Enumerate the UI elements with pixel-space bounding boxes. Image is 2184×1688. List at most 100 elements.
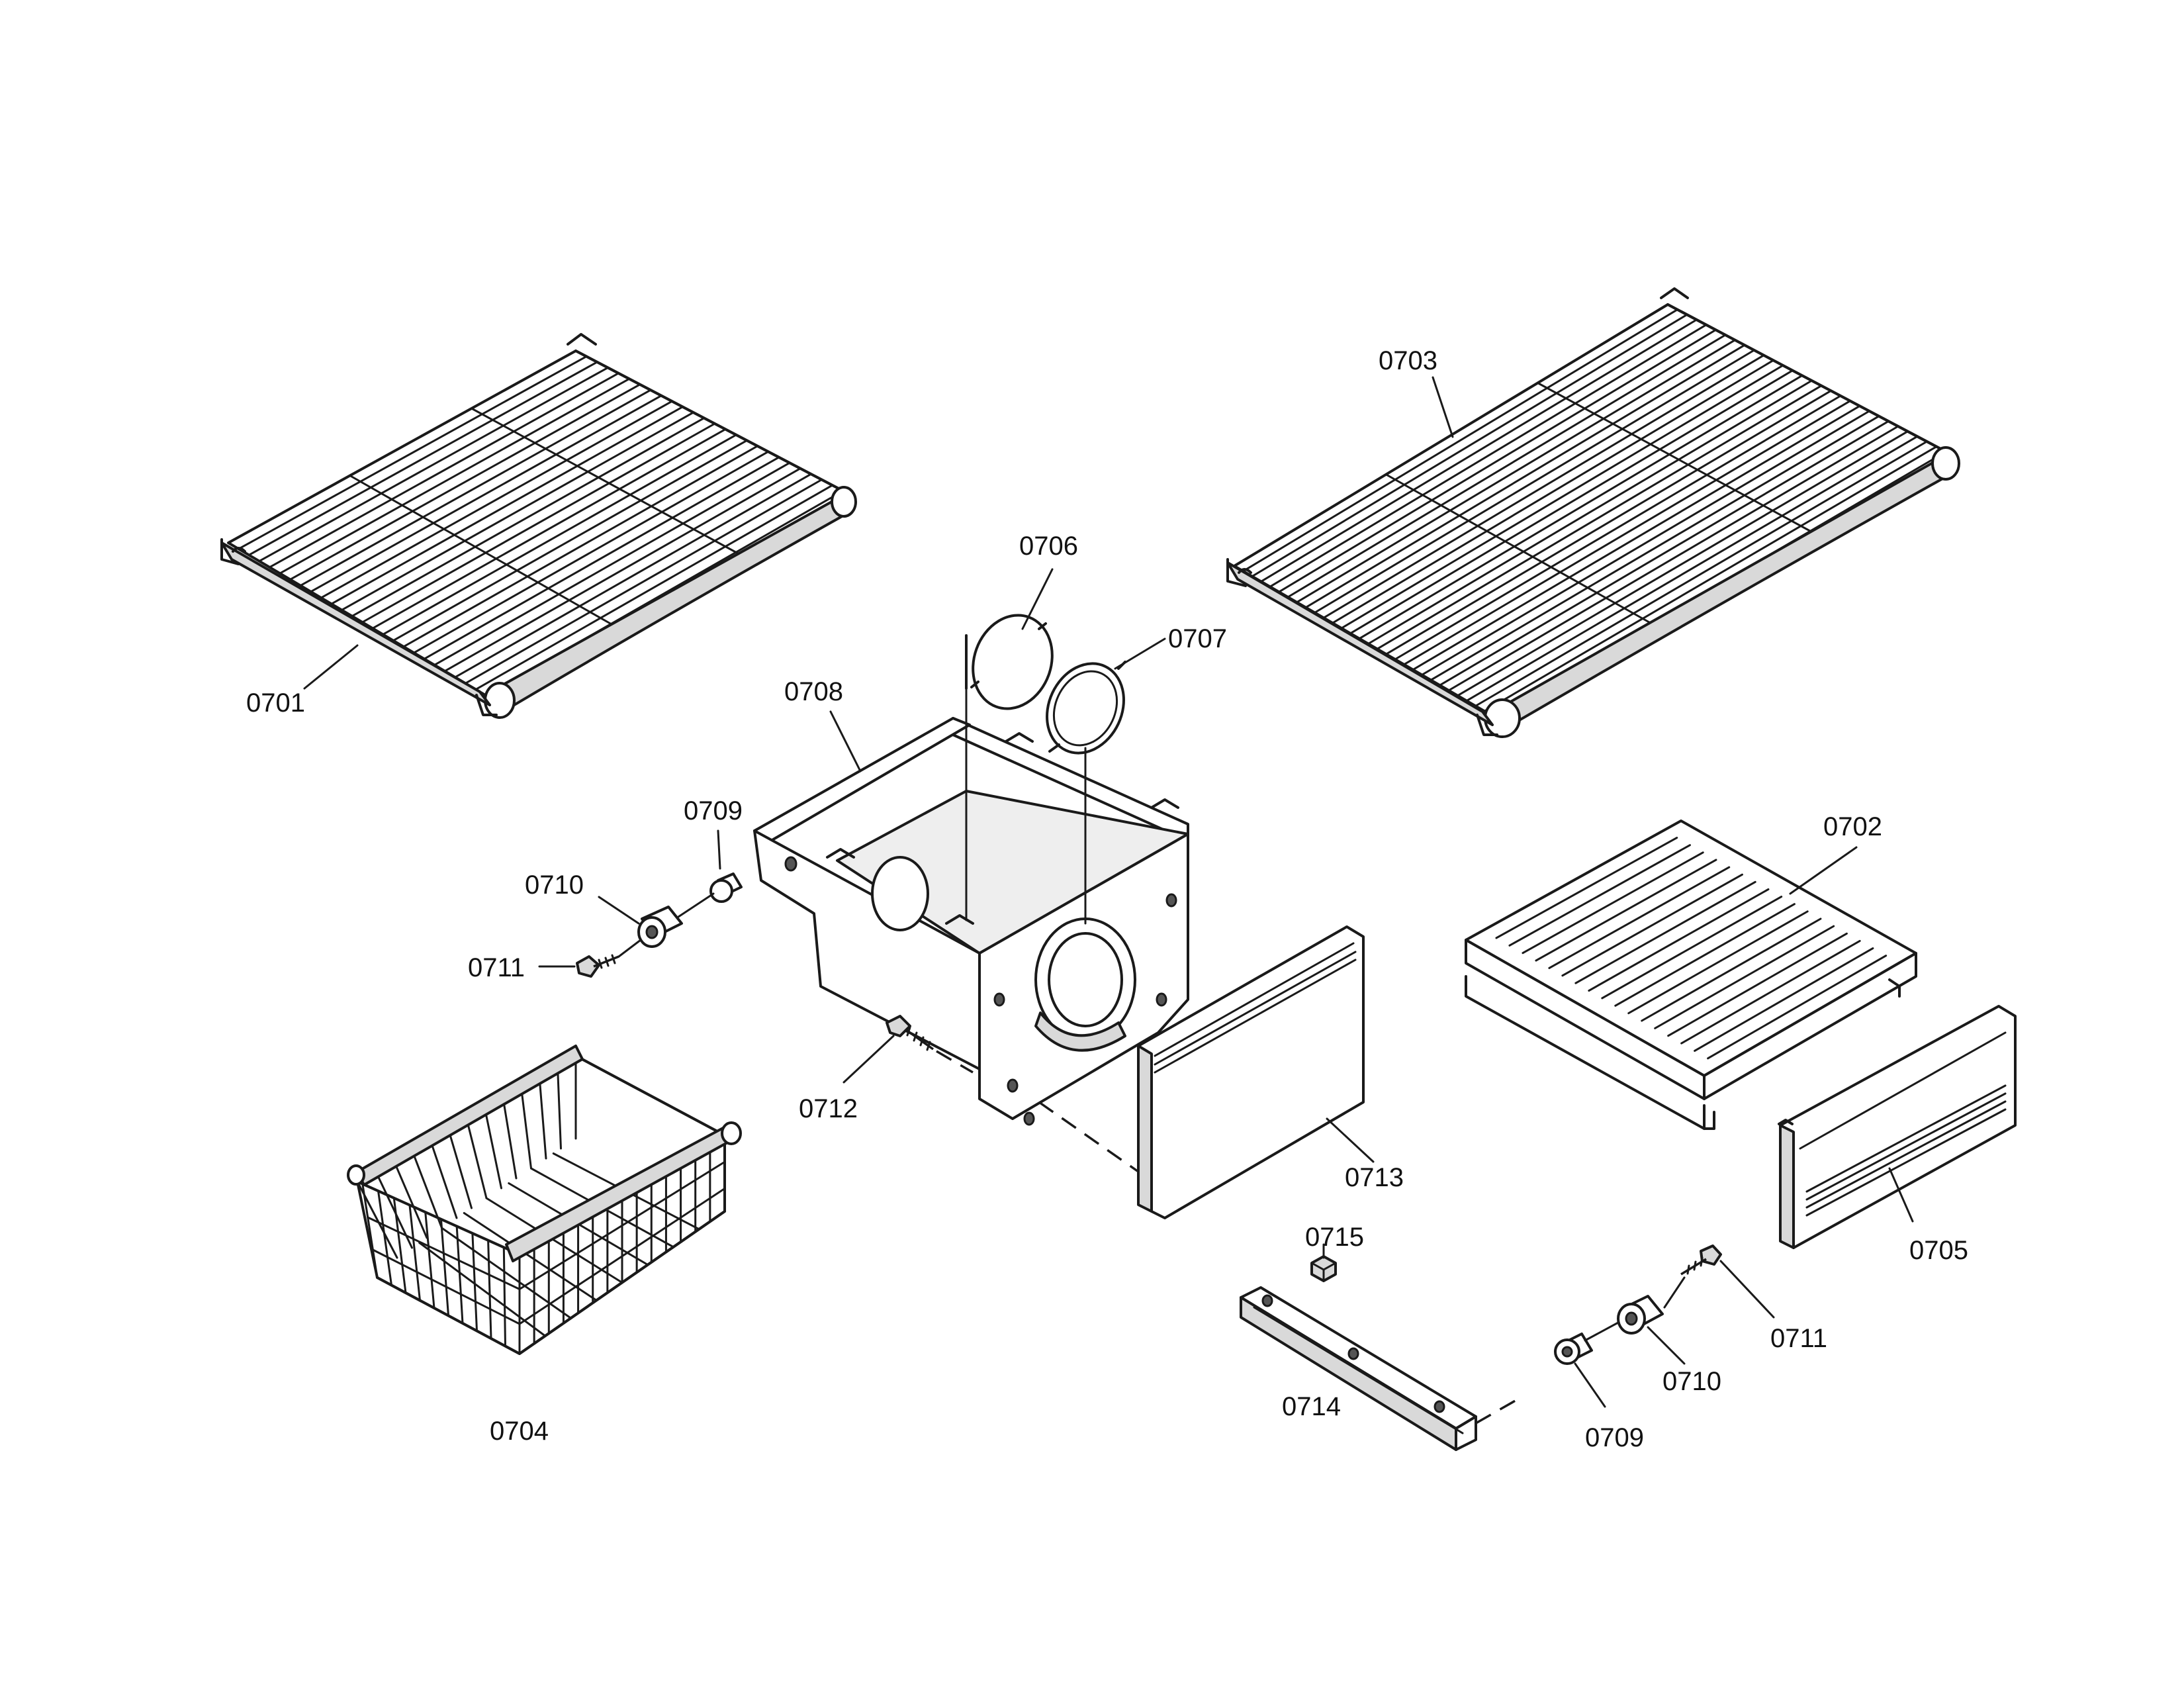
wire	[1548, 866, 1731, 969]
assembly-line	[1475, 1395, 1523, 1425]
wire	[1614, 903, 1796, 1007]
wire	[1601, 896, 1783, 1000]
wire	[518, 1188, 726, 1325]
callout-0706: 0706	[1019, 532, 1078, 561]
wire	[1367, 379, 1813, 645]
wire	[423, 456, 780, 660]
wire	[520, 1086, 532, 1170]
drawer-front-right	[1778, 1005, 2017, 1249]
wire	[367, 1216, 521, 1290]
wire	[418, 1242, 547, 1337]
wire	[258, 366, 609, 563]
wire	[464, 479, 823, 684]
wire	[238, 355, 588, 550]
wire	[1287, 334, 1727, 598]
wire	[475, 484, 834, 691]
wire	[485, 1197, 623, 1284]
wire	[412, 450, 770, 654]
wire	[1483, 445, 1938, 712]
wire	[1447, 425, 1899, 692]
wire	[1421, 410, 1870, 676]
wire	[471, 407, 748, 559]
ice-bin-housing	[753, 717, 1189, 1126]
wire	[1654, 925, 1835, 1029]
bushing-0709-left	[709, 872, 743, 903]
assembly-line	[1584, 1321, 1619, 1342]
wire	[1385, 473, 1662, 630]
wire	[351, 417, 705, 618]
wire	[1537, 382, 1821, 538]
screw-0712	[886, 1015, 934, 1051]
wire	[1522, 851, 1704, 955]
wire	[518, 1160, 726, 1290]
wire	[1588, 888, 1770, 992]
wire	[1457, 430, 1909, 697]
wire	[441, 1227, 572, 1319]
wire	[356, 1180, 398, 1259]
wire	[1242, 308, 1678, 573]
wire	[1465, 435, 1919, 702]
wire	[1667, 932, 1848, 1037]
wire	[1314, 349, 1755, 614]
wire	[1694, 947, 1874, 1052]
wire	[1278, 328, 1717, 593]
callout-0714: 0714	[1282, 1392, 1341, 1421]
callout-0710-right: 0710	[1662, 1367, 1721, 1396]
wire	[433, 461, 791, 667]
wire	[502, 1246, 506, 1347]
wire	[392, 1159, 428, 1239]
wire	[424, 1211, 435, 1309]
wire	[1641, 917, 1822, 1022]
spacer-0710-left	[637, 906, 683, 948]
wire	[1385, 389, 1832, 655]
wire	[484, 1107, 502, 1190]
leader-lines	[303, 376, 1914, 1408]
callout-0701: 0701	[246, 688, 305, 718]
callout-0713: 0713	[1345, 1163, 1404, 1192]
front-cover-panel	[1137, 925, 1365, 1219]
wire	[377, 1191, 392, 1286]
bolt-0711-right	[1680, 1244, 1722, 1276]
callout-0702: 0702	[1823, 812, 1882, 841]
wire	[1430, 415, 1880, 681]
wire	[465, 1117, 488, 1199]
wire	[1251, 313, 1688, 578]
wire-shelf-left	[220, 333, 857, 719]
wire	[538, 1076, 547, 1160]
callout-0712: 0712	[799, 1094, 858, 1123]
wire	[371, 1248, 521, 1325]
wire	[349, 475, 623, 631]
assembly-line	[617, 939, 642, 958]
wire	[454, 473, 812, 679]
wire	[1269, 324, 1707, 588]
wire	[429, 1139, 458, 1219]
wire	[1322, 354, 1765, 619]
wire	[1304, 344, 1746, 609]
wire	[557, 1065, 562, 1150]
wire	[411, 1149, 443, 1229]
wire	[1574, 880, 1756, 984]
wire	[440, 1219, 449, 1317]
wire	[289, 383, 641, 581]
wire	[1707, 955, 1888, 1060]
wire	[1535, 859, 1717, 962]
wire	[361, 1184, 379, 1279]
wire	[1680, 939, 1861, 1045]
wire	[1495, 837, 1678, 939]
assembly-line	[1038, 1101, 1140, 1173]
wire	[1412, 404, 1861, 671]
wire	[279, 377, 631, 575]
callout-0709-right: 0709	[1585, 1423, 1644, 1452]
assembly-line	[677, 892, 715, 918]
wire	[1260, 318, 1698, 583]
wire	[1394, 395, 1842, 661]
clip-0715	[1310, 1255, 1337, 1282]
wire	[1475, 440, 1928, 707]
wire	[392, 439, 748, 642]
assembly-line	[1663, 1276, 1686, 1309]
cover-ring-0707	[1046, 661, 1126, 755]
wire	[340, 411, 695, 612]
callout-0703: 0703	[1379, 346, 1437, 375]
wire	[1508, 844, 1691, 947]
